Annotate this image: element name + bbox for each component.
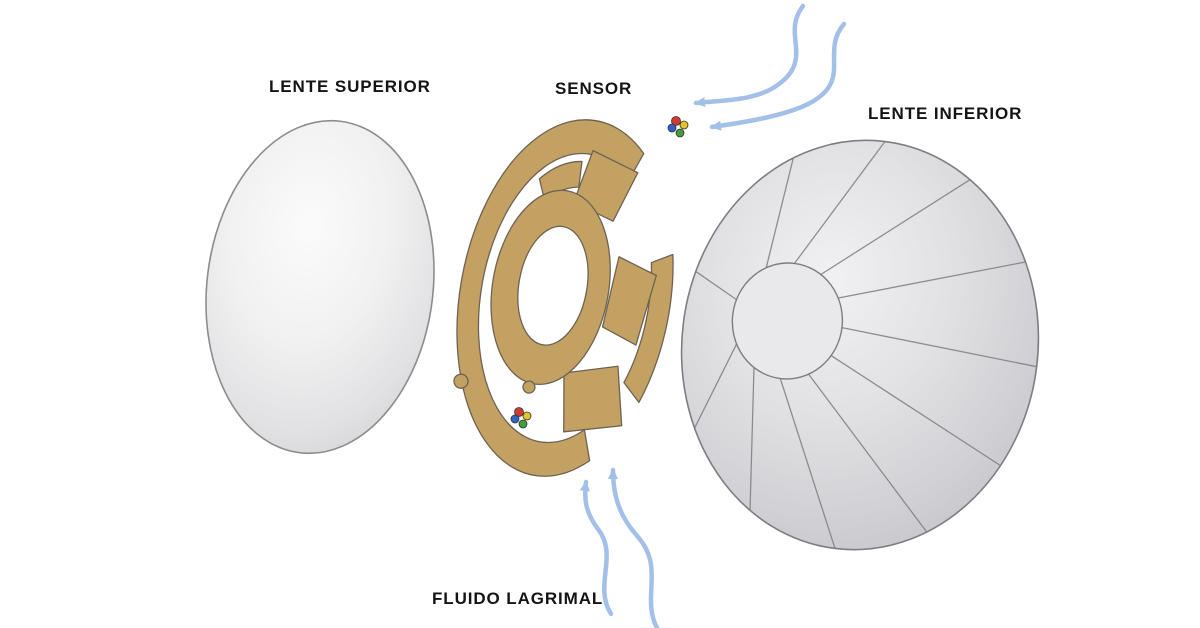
- dome-seam: [841, 327, 1037, 368]
- dome-seam: [793, 141, 886, 264]
- fluid-arrow-top-2: [709, 21, 847, 131]
- lower-lens-body: [680, 139, 1040, 551]
- dome-seam: [695, 270, 737, 301]
- dome-seam: [779, 378, 836, 549]
- lower-lens-segment-lines: [694, 141, 1037, 549]
- tear-fluid-label: FLUIDO LAGRIMAL: [432, 589, 604, 608]
- fluid-arrow-top-1: [693, 3, 806, 108]
- dome-seam: [820, 179, 971, 276]
- molecule-blue-icon: [510, 414, 520, 424]
- fluid-arrow-bottom-1: [579, 479, 614, 617]
- fluid-arrows-bottom: [579, 467, 660, 628]
- molecule-cluster-top: [667, 116, 689, 138]
- dome-seam: [830, 355, 1001, 467]
- sensor-outer-ring: [456, 119, 645, 477]
- molecule-cluster-bottom: [510, 407, 532, 429]
- fluid-arrow-bottom-2: [608, 467, 660, 628]
- upper-lens-body: [205, 119, 435, 455]
- molecule-red-icon: [514, 407, 524, 417]
- fluid-arrows-top: [693, 3, 847, 131]
- molecule-green-icon: [675, 128, 685, 138]
- sensor-contact-pad: [453, 373, 469, 389]
- sensor-ring: [453, 119, 674, 477]
- sensor-pad-right: [601, 256, 657, 346]
- molecule-blue-icon: [667, 123, 677, 133]
- upper-lens-label: LENTE SUPERIOR: [269, 77, 431, 96]
- dome-seam: [694, 343, 738, 429]
- sensor-label: SENSOR: [555, 79, 633, 98]
- dome-seam: [749, 367, 755, 511]
- lower-lens-label: LENTE INFERIOR: [868, 104, 1023, 123]
- lower-lens: [680, 139, 1040, 551]
- molecule-yellow-icon: [679, 120, 689, 130]
- molecule-red-icon: [671, 116, 681, 126]
- dome-seam: [765, 157, 794, 268]
- dome-seam: [808, 373, 928, 533]
- sensor-pad-bottom: [563, 365, 623, 433]
- upper-lens: [205, 119, 435, 455]
- dome-seam: [838, 261, 1026, 299]
- lower-lens-center-circle: [731, 262, 844, 380]
- molecule-yellow-icon: [522, 411, 532, 421]
- molecule-green-icon: [518, 419, 528, 429]
- sensor-tab: [522, 380, 536, 394]
- sensor-center-hole: [517, 225, 589, 346]
